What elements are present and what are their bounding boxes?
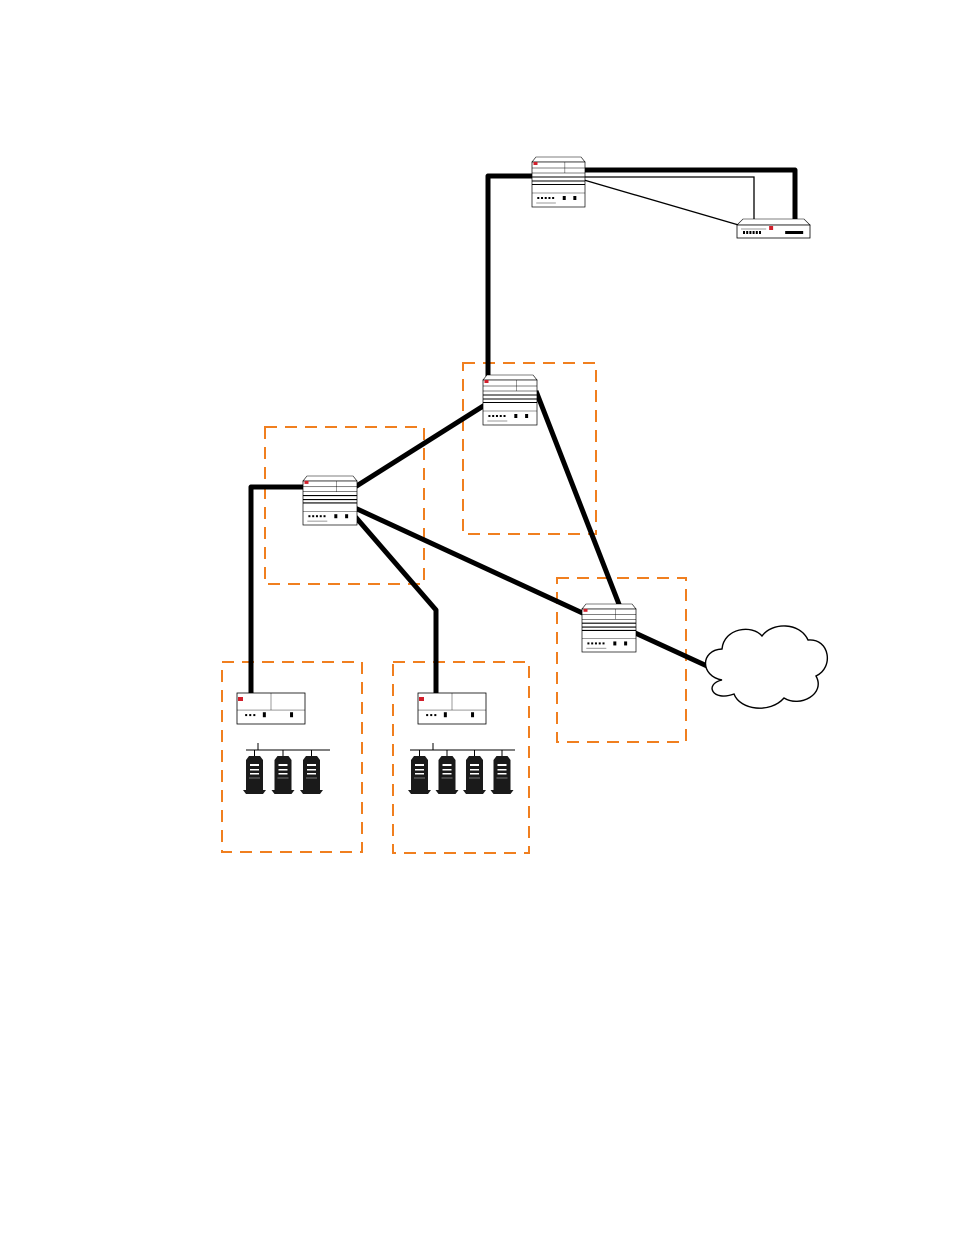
access-router-right: [418, 693, 486, 724]
link-core-to-edge-thin-a: [584, 177, 754, 220]
link-distribution-to-access-right: [346, 506, 436, 703]
server-icon: [243, 756, 266, 794]
links: [251, 170, 795, 703]
link-distribution-to-access-left: [251, 487, 310, 702]
server-icon: [463, 756, 486, 794]
link-distribution-to-wan: [355, 508, 589, 616]
servers: [243, 743, 515, 794]
link-core-to-edge-thick: [584, 170, 795, 224]
server-icon: [491, 756, 514, 794]
core-router: [532, 157, 585, 207]
server-icon: [272, 756, 295, 794]
devices: [237, 157, 810, 724]
edge-appliance: [737, 219, 810, 238]
zone-wan: [557, 578, 686, 742]
server-icon: [436, 756, 459, 794]
wan-router: [582, 604, 636, 652]
server-icon: [408, 756, 431, 794]
aggregation-router: [483, 375, 537, 425]
link-core-to-edge-thin-b: [584, 180, 742, 226]
link-core-to-aggregation: [488, 176, 540, 385]
link-wan-to-cloud: [633, 632, 707, 666]
link-aggregation-to-distribution: [355, 403, 488, 487]
distribution-router: [303, 476, 357, 525]
cloud-icon: [706, 626, 828, 708]
server-icon: [300, 756, 323, 794]
access-router-left-server-group: [243, 743, 330, 794]
zone-access-left: [222, 662, 362, 852]
access-router-right-server-group: [408, 743, 515, 794]
access-router-left: [237, 693, 305, 724]
